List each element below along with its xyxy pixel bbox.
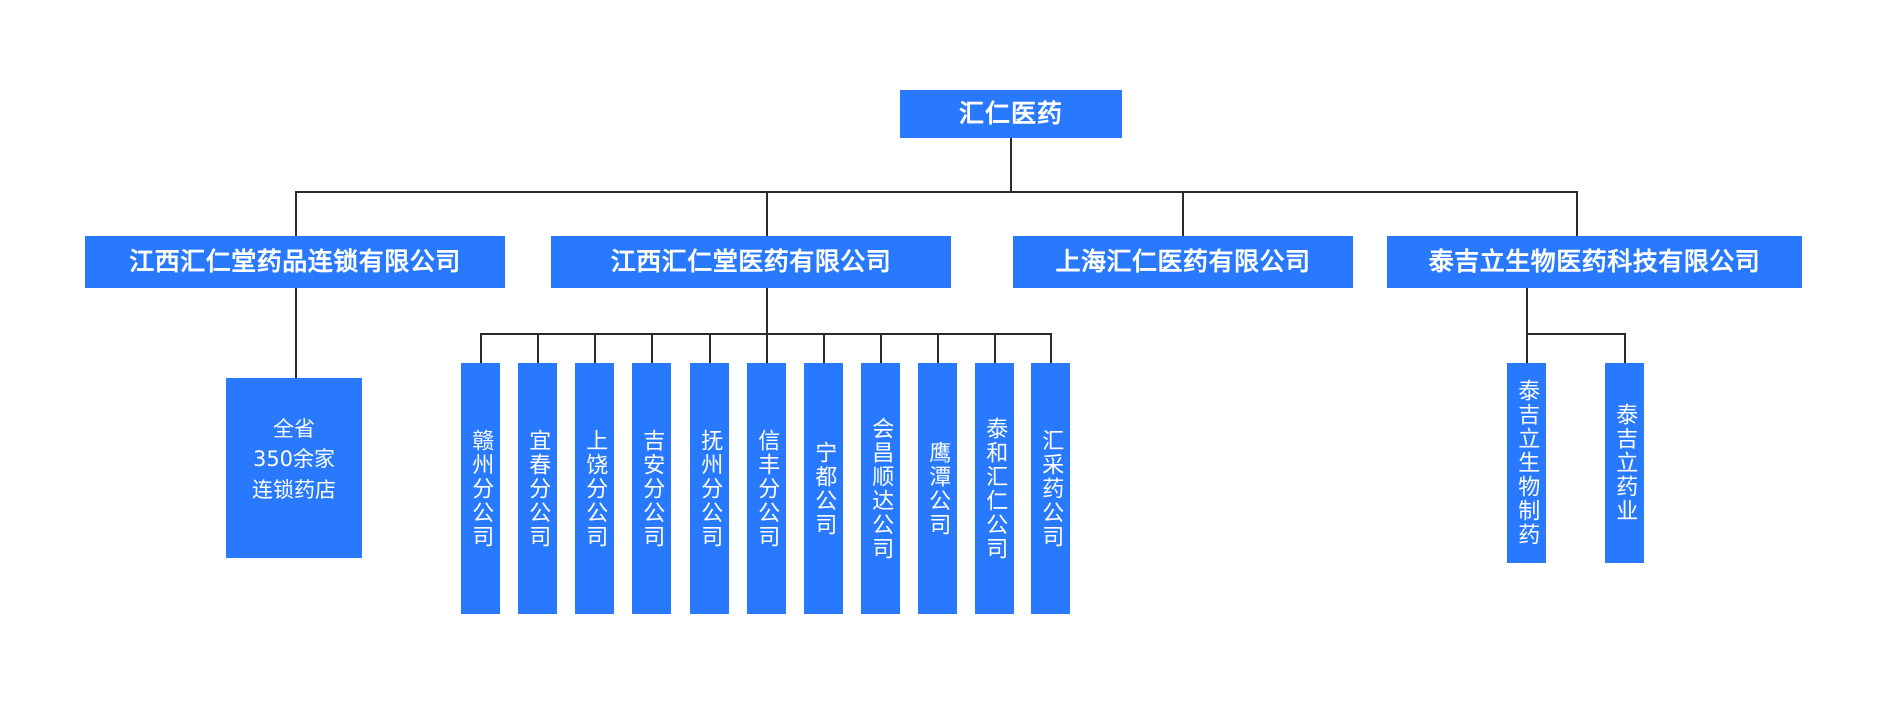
connector-branch2-drop-10 (994, 333, 996, 363)
org-node-branch-3-label: 上海汇仁医药有限公司 (1055, 247, 1311, 277)
org-leaf-branch2-9-label: 鹰潭公司 (925, 440, 951, 537)
org-leaf-branch2-3-label: 上饶分公司 (582, 428, 608, 549)
org-node-branch-1[interactable]: 江西汇仁堂药品连锁有限公司 (85, 236, 505, 288)
connector-branch2-drop-11 (1050, 333, 1052, 363)
org-leaf-branch2-8-label: 会昌顺达公司 (868, 416, 894, 561)
org-leaf-branch4-2-label: 泰吉立药业 (1612, 403, 1638, 523)
org-node-root-label: 汇仁医药 (958, 99, 1063, 129)
org-leaf-branch2-5[interactable]: 抚州分公司 (690, 363, 729, 614)
connector-branch2-drop-5 (709, 333, 711, 363)
org-leaf-branch4-1[interactable]: 泰吉立生物制药 (1507, 363, 1546, 563)
connector-branch2-drop-9 (937, 333, 939, 363)
org-leaf-branch2-10[interactable]: 泰和汇仁公司 (975, 363, 1014, 614)
org-leaf-branch2-7[interactable]: 宁都公司 (804, 363, 843, 614)
org-leaf-branch2-10-label: 泰和汇仁公司 (982, 416, 1008, 561)
org-node-branch-1-label: 江西汇仁堂药品连锁有限公司 (129, 247, 461, 277)
connector-branch2-drop-6 (766, 333, 768, 363)
org-leaf-branch4-1-label: 泰吉立生物制药 (1514, 379, 1540, 547)
org-leaf-branch2-8[interactable]: 会昌顺达公司 (861, 363, 900, 614)
connector-drop-branch3 (1182, 191, 1184, 236)
connector-branch2-bus (480, 333, 1050, 335)
org-node-branch-4[interactable]: 泰吉立生物医药科技有限公司 (1387, 236, 1802, 288)
org-node-branch-4-label: 泰吉立生物医药科技有限公司 (1428, 247, 1761, 277)
connector-branch4-stem (1526, 288, 1528, 333)
connector-branch2-drop-2 (537, 333, 539, 363)
connector-root-stem (1010, 138, 1012, 191)
org-leaf-province-pharmacies-label: 全省 350余家 连锁药店 (252, 417, 336, 502)
connector-branch2-drop-8 (880, 333, 882, 363)
connector-branch2-drop-3 (594, 333, 596, 363)
org-leaf-branch2-6[interactable]: 信丰分公司 (747, 363, 786, 614)
connector-branch2-stem (766, 288, 768, 333)
org-leaf-branch2-3[interactable]: 上饶分公司 (575, 363, 614, 614)
connector-drop-branch2 (766, 191, 768, 236)
connector-branch2-drop-1 (480, 333, 482, 363)
connector-level1-bus (295, 191, 1578, 193)
connector-drop-branch1 (295, 191, 297, 236)
org-node-root[interactable]: 汇仁医药 (900, 90, 1122, 138)
org-leaf-branch2-11[interactable]: 汇采药公司 (1031, 363, 1070, 614)
org-leaf-branch2-4-label: 吉安分公司 (639, 428, 665, 549)
org-leaf-branch2-2-label: 宜春分公司 (525, 428, 551, 549)
org-leaf-branch2-4[interactable]: 吉安分公司 (632, 363, 671, 614)
org-leaf-branch2-9[interactable]: 鹰潭公司 (918, 363, 957, 614)
org-leaf-branch2-1-label: 赣州分公司 (468, 428, 494, 549)
connector-branch1-to-child (295, 288, 297, 378)
connector-branch2-drop-7 (823, 333, 825, 363)
org-leaf-branch2-2[interactable]: 宜春分公司 (518, 363, 557, 614)
connector-branch4-drop-1 (1526, 333, 1528, 363)
org-leaf-branch4-2[interactable]: 泰吉立药业 (1605, 363, 1644, 563)
org-leaf-branch2-6-label: 信丰分公司 (754, 428, 780, 549)
connector-drop-branch4 (1576, 191, 1578, 236)
org-node-branch-2-label: 江西汇仁堂医药有限公司 (610, 247, 892, 277)
org-leaf-branch2-11-label: 汇采药公司 (1038, 428, 1064, 549)
connector-branch4-bus (1526, 333, 1626, 335)
org-leaf-branch2-1[interactable]: 赣州分公司 (461, 363, 500, 614)
org-leaf-province-pharmacies[interactable]: 全省 350余家 连锁药店 (226, 378, 362, 558)
org-node-branch-2[interactable]: 江西汇仁堂医药有限公司 (551, 236, 951, 288)
connector-branch2-drop-4 (651, 333, 653, 363)
connector-branch4-drop-2 (1624, 333, 1626, 363)
org-node-branch-3[interactable]: 上海汇仁医药有限公司 (1013, 236, 1353, 288)
org-leaf-branch2-5-label: 抚州分公司 (697, 428, 723, 549)
org-leaf-branch2-7-label: 宁都公司 (811, 440, 837, 537)
